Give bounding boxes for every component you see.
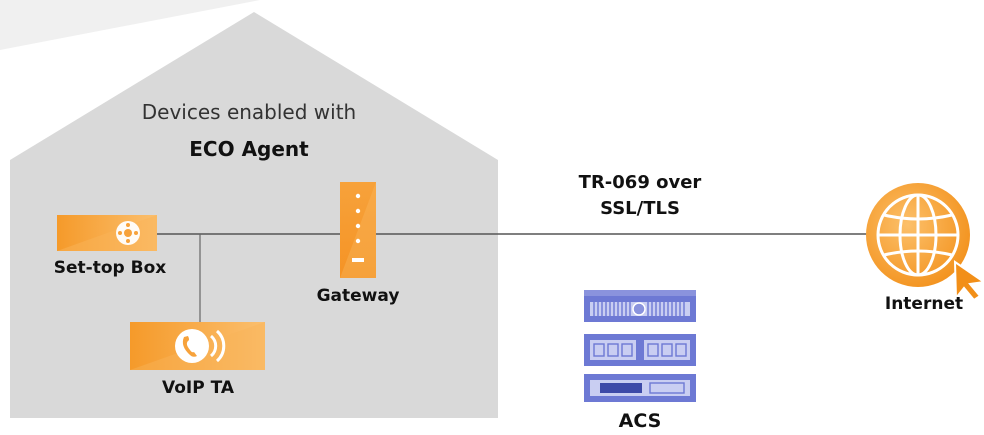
voip-ta-label: VoIP TA: [161, 378, 235, 398]
settop-box-label: Set-top Box: [53, 258, 167, 278]
internet-globe-icon: [866, 183, 984, 302]
acs-label: ACS: [618, 410, 662, 432]
link-label-line1: TR-069 over: [578, 172, 702, 193]
house-title-line2: ECO Agent: [189, 137, 309, 161]
house-shape: [10, 12, 498, 418]
voip-phone-icon: [130, 322, 265, 370]
gateway-icon: [340, 182, 376, 278]
gateway-label: Gateway: [316, 286, 400, 306]
settop-box-icon: [57, 215, 157, 251]
link-label-line2: SSL/TLS: [600, 198, 680, 219]
background-shape: [0, 0, 260, 50]
house-title-line1: Devices enabled with: [141, 100, 357, 124]
internet-label: Internet: [884, 294, 964, 314]
acs-server-icon: [584, 290, 696, 402]
